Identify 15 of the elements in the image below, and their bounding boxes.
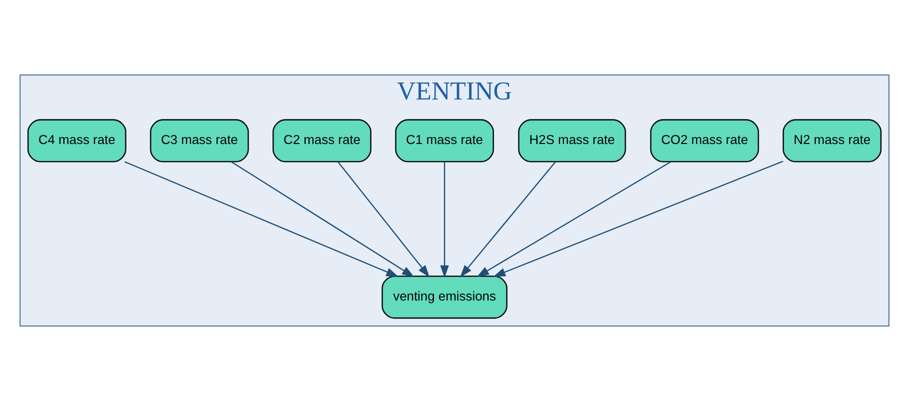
arrow xyxy=(476,161,672,278)
arrow xyxy=(440,162,449,278)
node-box: C2 mass rate xyxy=(272,119,372,162)
node-box: C1 mass rate xyxy=(395,119,494,162)
arrow xyxy=(124,161,399,277)
node-box: CO2 mass rate xyxy=(650,119,760,162)
node-box: venting emissions xyxy=(382,276,508,319)
node-box: C4 mass rate xyxy=(27,119,126,162)
node-box: C3 mass rate xyxy=(150,119,249,162)
node-box: H2S mass rate xyxy=(518,119,626,162)
arrow xyxy=(230,161,414,278)
arrow xyxy=(493,160,784,277)
node-box: N2 mass rate xyxy=(782,119,882,162)
arrow xyxy=(338,162,430,278)
arrow xyxy=(460,162,556,278)
